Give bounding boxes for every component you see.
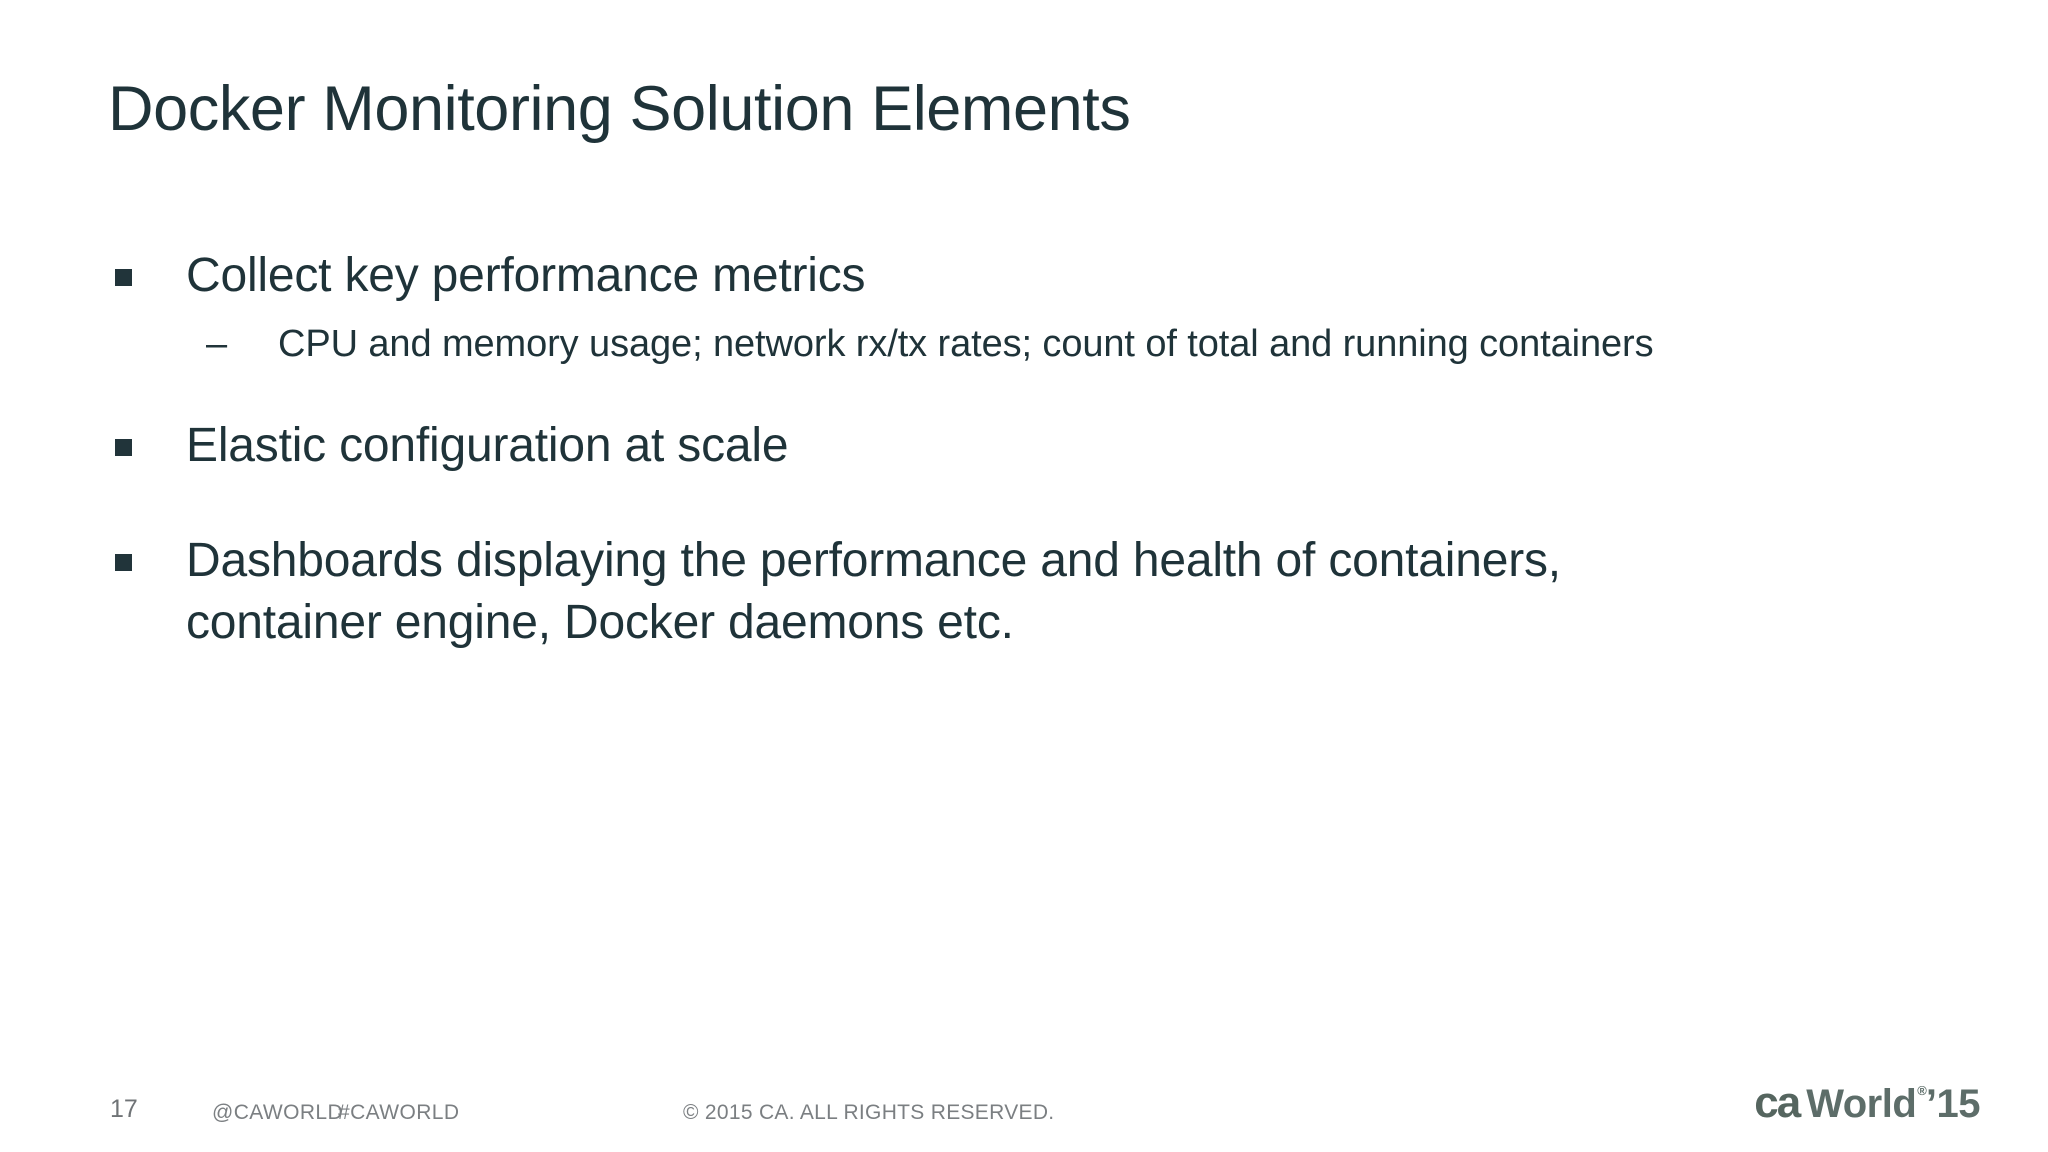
page-number: 17: [110, 1095, 138, 1123]
slide-body: Collect key performance metrics – CPU an…: [108, 245, 1928, 654]
bullet-item-elastic-configuration: Elastic configuration at scale: [108, 415, 1928, 477]
logo-year-text: ’15: [1925, 1082, 1981, 1126]
bullet-item-collect-metrics: Collect key performance metrics: [108, 245, 1928, 307]
square-bullet-icon: [115, 439, 132, 457]
sub-bullet-item-cpu-memory: – CPU and memory usage; network rx/tx ra…: [108, 321, 1928, 369]
bullet-text: Dashboards displaying the performance an…: [186, 533, 1561, 650]
spacer: [108, 369, 1928, 415]
bullet-text: Collect key performance metrics: [186, 249, 866, 302]
logo-ca-text: ca: [1754, 1078, 1801, 1127]
twitter-handle: @CAWORLD: [212, 1101, 344, 1124]
bullet-text: Elastic configuration at scale: [186, 419, 789, 473]
registered-trademark-icon: ®: [1917, 1083, 1927, 1098]
square-bullet-icon: [115, 553, 132, 571]
ca-world-logo: ca World ® ’15: [1754, 1078, 1980, 1132]
spacer: [108, 478, 1928, 530]
hashtag: #CAWORLD: [338, 1101, 460, 1124]
page-title: Docker Monitoring Solution Elements: [108, 74, 1131, 145]
dash-bullet-icon: –: [206, 323, 228, 366]
logo-world-text: World: [1806, 1082, 1917, 1126]
copyright-notice: © 2015 CA. ALL RIGHTS RESERVED.: [683, 1101, 1055, 1124]
square-bullet-icon: [115, 269, 132, 286]
sub-bullet-text: CPU and memory usage; network rx/tx rate…: [278, 323, 1654, 366]
spacer: [108, 307, 1928, 321]
bullet-item-dashboards: Dashboards displaying the performance an…: [108, 530, 1928, 655]
slide-footer: 17 @CAWORLD #CAWORLD © 2015 CA. ALL RIGH…: [0, 1085, 2048, 1145]
